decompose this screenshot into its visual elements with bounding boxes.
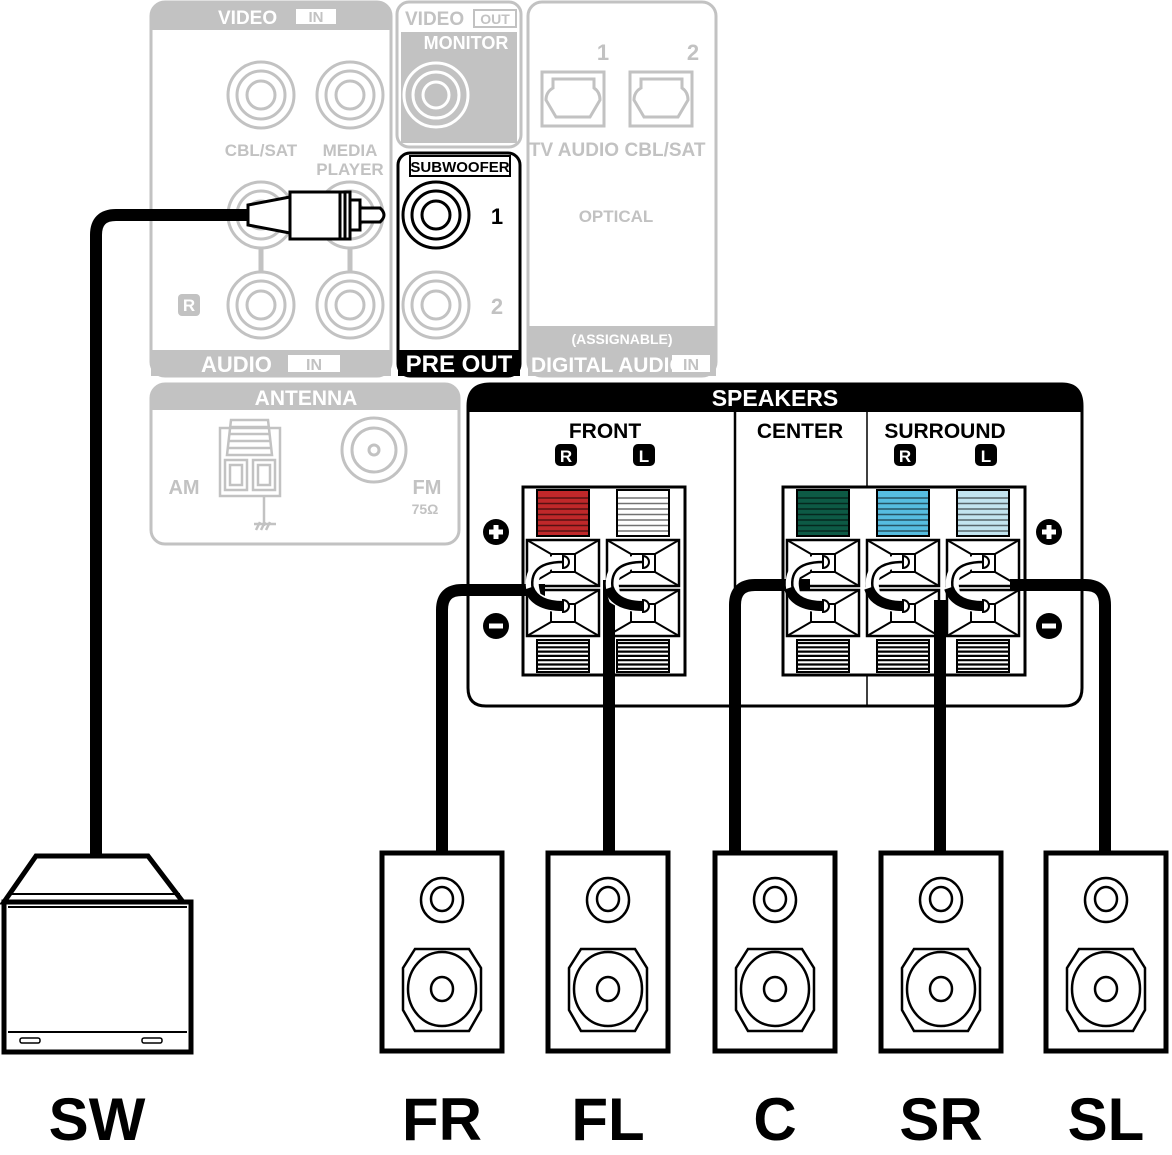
badge-front-r: R	[555, 444, 577, 466]
fm-label: FM	[413, 477, 442, 499]
speaker-label-fr: FR	[402, 1086, 482, 1153]
digital-audio-tag-box	[672, 355, 710, 372]
optical-number-1: 1	[597, 40, 609, 65]
cable-surround-l	[1010, 579, 1111, 855]
rca-jack-video-cbl-sat	[226, 60, 296, 130]
optical-number-2: 2	[687, 40, 699, 65]
speakers-terminal-panel: SPEAKERS FRONT CENTER SURROUND R L R L	[466, 382, 1084, 708]
speaker-fl	[545, 850, 671, 1054]
speaker-label-c: C	[753, 1086, 796, 1153]
antenna-header: ANTENNA	[255, 387, 358, 410]
audio-in-tag-box	[288, 355, 340, 372]
optical-label-tv-audio: TV AUDIO	[529, 140, 619, 161]
video-out-panel: VIDEO OUT MONITOR	[395, 0, 523, 149]
rca-jack-audio-r-cbl-sat	[226, 270, 296, 340]
cable-subwoofer	[90, 209, 255, 855]
speaker-sr	[878, 850, 1004, 1054]
svg-text:L: L	[639, 447, 649, 466]
video-out-tag-box	[473, 9, 517, 28]
svg-text:R: R	[560, 447, 572, 466]
pre-out-panel: SUBWOOFER 1 2 PRE OUT	[396, 151, 522, 378]
speakers-header: SPEAKERS	[712, 385, 839, 411]
channel-r-label: R	[183, 296, 195, 315]
am-terminal[interactable]	[218, 418, 282, 531]
subwoofer-speaker	[0, 853, 194, 1055]
plus-icon-right	[1036, 519, 1062, 545]
plus-icon-left	[483, 519, 509, 545]
wire-loop	[524, 554, 570, 614]
subwoofer-tag: SUBWOOFER	[410, 159, 509, 176]
minus-icon-right	[1036, 613, 1062, 639]
digital-audio-in-panel: 1 2 TV AUDIO CBL/SAT OPTICAL (ASSIGNABLE…	[526, 0, 718, 378]
cables	[90, 209, 1111, 855]
digital-audio-tag: IN	[683, 357, 699, 374]
video-out-header: VIDEO	[405, 9, 464, 30]
rca-jack-subwoofer-1[interactable]	[401, 180, 471, 250]
speaker-sl	[1043, 850, 1169, 1054]
cable-front-r	[436, 584, 545, 855]
badge-surround-l: L	[975, 444, 997, 466]
video-out-tag: OUT	[480, 11, 510, 27]
group-label-front: FRONT	[569, 420, 641, 443]
rca-jack-subwoofer-2[interactable]	[401, 270, 471, 340]
speaker-terminal-front-l[interactable]	[605, 489, 681, 673]
fm-connector[interactable]	[340, 416, 408, 484]
minus-icon-left	[483, 613, 509, 639]
rca-plug	[246, 190, 386, 241]
svg-text:R: R	[899, 447, 911, 466]
rca-jack-monitor	[402, 61, 470, 129]
badge-front-l: L	[633, 444, 655, 466]
wire-loop	[784, 554, 830, 614]
am-label: AM	[168, 477, 199, 499]
speaker-label-fl: FL	[571, 1086, 644, 1153]
group-label-center: CENTER	[757, 420, 843, 443]
svg-text:L: L	[981, 447, 991, 466]
speaker-label-sl: SL	[1068, 1086, 1145, 1153]
subwoofer-tag-box	[409, 155, 511, 177]
rca-jack-video-media-player	[315, 60, 385, 130]
monitor-label: MONITOR	[424, 33, 509, 53]
jack-label-cbl-sat: CBL/SAT	[225, 141, 298, 160]
fm-impedance: 75Ω	[412, 501, 439, 517]
group-label-surround: SURROUND	[884, 420, 1005, 443]
pre-out-footer: PRE OUT	[406, 351, 513, 378]
antenna-panel: ANTENNA AM FM 75Ω	[149, 382, 461, 546]
channel-r-badge	[178, 294, 200, 316]
jack-label-media-line1: MEDIA	[323, 141, 378, 160]
assignable-label: (ASSIGNABLE)	[571, 331, 672, 347]
video-in-header: VIDEO	[218, 8, 277, 29]
rca-jack-audio-r-media	[315, 270, 385, 340]
optical-label-cbl-sat: CBL/SAT	[625, 140, 706, 161]
jack-label-media-line2: PLAYER	[316, 160, 383, 179]
pre-out-number-1: 1	[491, 204, 503, 229]
pre-out-number-2: 2	[491, 294, 503, 319]
wire-loop	[864, 554, 910, 614]
wire-loop	[604, 554, 650, 614]
wire-loop	[944, 554, 990, 614]
video-audio-in-panel: VIDEO IN CBL/SAT MEDIA PLAYER R AUDI	[149, 0, 393, 378]
optical-port-1[interactable]	[540, 70, 606, 128]
speaker-fr	[379, 850, 505, 1054]
video-in-tag: IN	[309, 9, 324, 26]
audio-in-tag: IN	[306, 357, 322, 374]
badge-surround-r: R	[894, 444, 916, 466]
speaker-c	[712, 850, 838, 1054]
speaker-label-sr: SR	[899, 1086, 982, 1153]
optical-type-label: OPTICAL	[579, 207, 654, 226]
digital-audio-footer: DIGITAL AUDIO	[531, 354, 686, 377]
optical-port-2[interactable]	[628, 70, 694, 128]
video-in-tag-box	[296, 9, 336, 24]
speaker-label-sw: SW	[49, 1086, 146, 1153]
audio-in-footer: AUDIO	[201, 352, 272, 377]
cable-center	[729, 579, 810, 855]
